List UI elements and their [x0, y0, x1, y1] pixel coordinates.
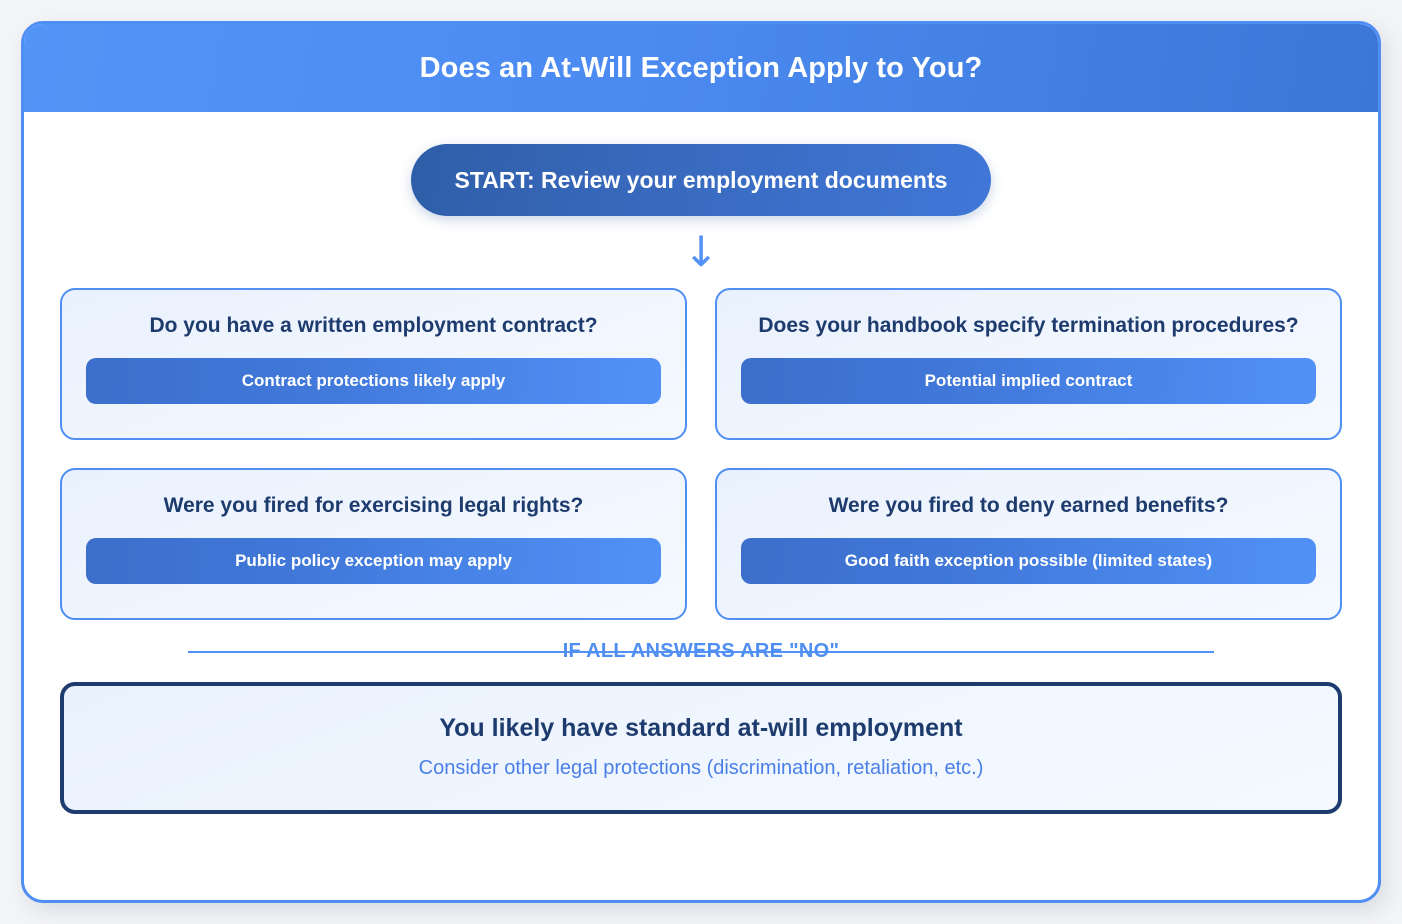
- flowchart-container: Does an At-Will Exception Apply to You? …: [21, 21, 1381, 903]
- conclusion-subtitle: Consider other legal protections (discri…: [418, 757, 984, 779]
- branch-question: Does your handbook specify termination p…: [758, 314, 1299, 337]
- divider: IF ALL ANSWERS ARE "NO": [188, 620, 1214, 682]
- arrow-row: ↓: [60, 216, 1342, 288]
- start-row: START: Review your employment documents: [60, 144, 1342, 216]
- conclusion-box: You likely have standard at-will employm…: [60, 682, 1342, 814]
- branch-answer[interactable]: Good faith exception possible (limited s…: [741, 538, 1316, 584]
- divider-label: IF ALL ANSWERS ARE "NO": [562, 639, 840, 662]
- branch-question: Do you have a written employment contrac…: [149, 314, 598, 337]
- flowchart-body: START: Review your employment documents …: [24, 112, 1378, 900]
- branch-card-legal-rights[interactable]: Were you fired for exercising legal righ…: [60, 468, 687, 620]
- conclusion-title: You likely have standard at-will employm…: [439, 714, 963, 742]
- flowchart-header: Does an At-Will Exception Apply to You?: [24, 24, 1378, 112]
- arrow-down-icon: ↓: [683, 227, 719, 276]
- branch-answer[interactable]: Contract protections likely apply: [86, 358, 661, 404]
- branch-question: Were you fired for exercising legal righ…: [163, 494, 584, 517]
- divider-line: [188, 651, 1214, 653]
- branch-answer[interactable]: Potential implied contract: [741, 358, 1316, 404]
- start-node[interactable]: START: Review your employment documents: [410, 144, 992, 216]
- branch-answer[interactable]: Public policy exception may apply: [86, 538, 661, 584]
- branch-card-handbook-procedures[interactable]: Does your handbook specify termination p…: [715, 288, 1342, 440]
- page-title: Does an At-Will Exception Apply to You?: [419, 51, 983, 84]
- branch-card-earned-benefits[interactable]: Were you fired to deny earned benefits? …: [715, 468, 1342, 620]
- branch-card-written-contract[interactable]: Do you have a written employment contrac…: [60, 288, 687, 440]
- branch-grid: Do you have a written employment contrac…: [60, 288, 1342, 620]
- branch-question: Were you fired to deny earned benefits?: [828, 494, 1229, 517]
